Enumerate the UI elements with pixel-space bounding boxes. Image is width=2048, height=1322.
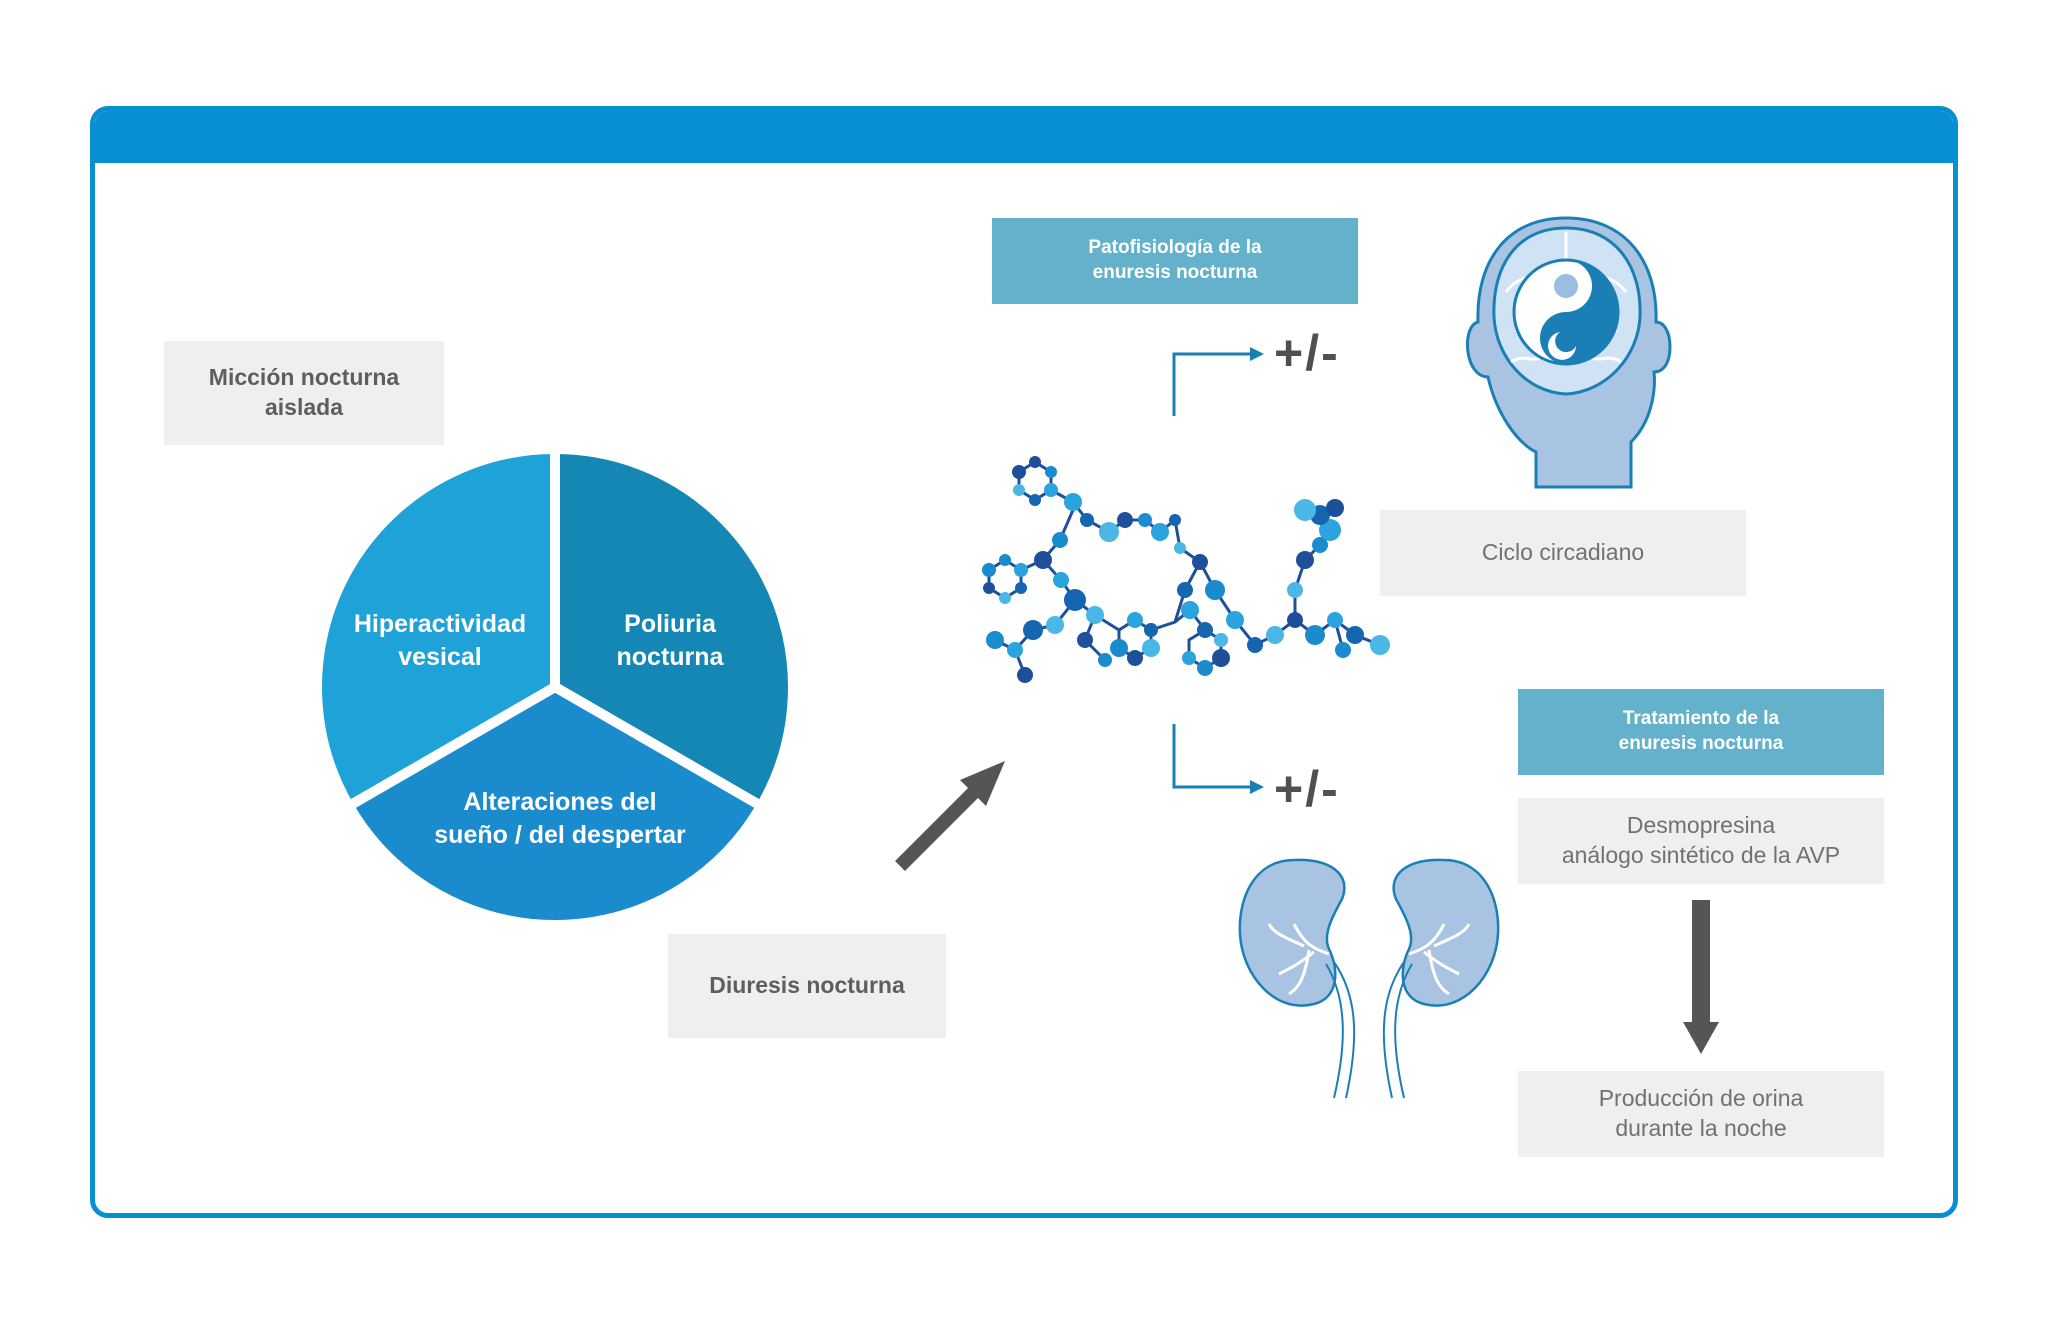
- pie-segment-alteraciones: [343, 682, 767, 930]
- molecule-atom: [1197, 622, 1213, 638]
- molecule-atom: [1046, 616, 1064, 634]
- connector-top-arrow-icon: [1172, 347, 1264, 416]
- molecule-atom: [1064, 589, 1086, 611]
- molecule-atom: [1151, 523, 1169, 541]
- molecule-atom: [1127, 650, 1143, 666]
- molecule-atom: [1144, 623, 1158, 637]
- molecule-atom: [1029, 494, 1041, 506]
- molecule-atom: [1177, 582, 1193, 598]
- ciclo-circadiano-box: Ciclo circadiano: [1380, 510, 1746, 596]
- molecule-atom: [983, 582, 995, 594]
- molecule-atom: [1015, 582, 1027, 594]
- pie-label-poliuria: Poliuria nocturna: [616, 610, 724, 671]
- molecule-atom: [1053, 572, 1069, 588]
- molecule-atom: [1034, 551, 1052, 569]
- molecule-atom: [1181, 601, 1199, 619]
- molecule-atom: [1327, 612, 1343, 628]
- plus-minus-bottom: +/-: [1274, 761, 1340, 817]
- molecule-atom: [999, 554, 1011, 566]
- molecule-atom: [1023, 620, 1043, 640]
- molecule-atom: [1044, 483, 1058, 497]
- molecule-atom: [1045, 466, 1057, 478]
- molecule-atom: [1312, 537, 1328, 553]
- molecule-atom: [1346, 626, 1364, 644]
- molecule-atom: [1127, 612, 1143, 628]
- tratamiento-box: Tratamiento de la enuresis nocturna: [1518, 689, 1884, 775]
- molecule-atom: [1064, 493, 1082, 511]
- molecule-atom: [1013, 484, 1025, 496]
- molecule-atom: [1370, 635, 1390, 655]
- molecule-atom: [1117, 512, 1133, 528]
- miccion-nocturna-box: Micción nocturna aislada: [164, 341, 444, 445]
- molecule-atom: [1014, 563, 1028, 577]
- molecule-atom: [1099, 522, 1119, 542]
- molecule-atom: [1192, 554, 1208, 570]
- connector-bottom-arrow-icon: [1172, 724, 1264, 794]
- molecule-atom: [1012, 465, 1026, 479]
- down-arrow-icon: [1683, 900, 1719, 1054]
- frame-header-bar: [95, 111, 1953, 163]
- patofisiologia-box: Patofisiología de la enuresis nocturna: [992, 218, 1358, 304]
- pie-label-alteraciones: Alteraciones del sueño / del despertar: [434, 788, 686, 849]
- molecule-atom: [1226, 611, 1244, 629]
- molecule-atom: [1077, 632, 1093, 648]
- molecule-atom: [1080, 513, 1094, 527]
- molecule-atom: [1052, 532, 1068, 548]
- pie-segments: [312, 444, 798, 930]
- molecule-atom: [1110, 639, 1128, 657]
- molecule-atom: [1205, 580, 1225, 600]
- molecule-atom: [986, 631, 1004, 649]
- pie-chart: [312, 444, 798, 930]
- molecule-atom: [1296, 551, 1314, 569]
- molecule-atom: [1007, 642, 1023, 658]
- molecule-atom: [1098, 653, 1112, 667]
- molecule-atom: [1197, 660, 1213, 676]
- molecule-atom: [1174, 542, 1186, 554]
- plus-minus-top: +/-: [1274, 325, 1340, 381]
- diagram-frame: [90, 106, 1958, 1218]
- pie-segment-hiperactividad: [312, 444, 560, 811]
- diuresis-nocturna-box: Diuresis nocturna: [668, 934, 946, 1038]
- molecule-atom: [1294, 499, 1316, 521]
- molecule-atom: [1266, 626, 1284, 644]
- molecule-atom: [1214, 633, 1228, 647]
- molecule-atom: [1335, 642, 1351, 658]
- molecule-atom: [1142, 639, 1160, 657]
- molecule-atom: [1212, 649, 1230, 667]
- molecule-atom: [1326, 499, 1344, 517]
- molecule-atom: [982, 563, 996, 577]
- molecule-atom: [1169, 514, 1181, 526]
- molecule-atom: [1182, 651, 1196, 665]
- molecule-atom: [1287, 582, 1303, 598]
- desmopresina-box: Desmopresina análogo sintético de la AVP: [1518, 798, 1884, 884]
- molecule-atom: [1305, 625, 1325, 645]
- diagonal-arrow-icon: [895, 761, 1005, 871]
- pie-label-hiperactividad: Hiperactividad vesical: [353, 610, 527, 671]
- produccion-orina-box: Producción de orina durante la noche: [1518, 1071, 1884, 1157]
- molecule-atom: [1319, 519, 1341, 541]
- molecule-atom: [1017, 667, 1033, 683]
- molecule-atom: [1029, 456, 1041, 468]
- molecule-atom: [1247, 637, 1263, 653]
- head-brain-yin-yang-icon: [1466, 216, 1672, 489]
- molecule-atom: [999, 592, 1011, 604]
- kidneys-icon: [1238, 858, 1500, 1099]
- molecule-atom: [1287, 612, 1303, 628]
- molecule-atom: [1086, 606, 1104, 624]
- molecule-icon: [982, 456, 1390, 683]
- molecule-atom: [1138, 513, 1152, 527]
